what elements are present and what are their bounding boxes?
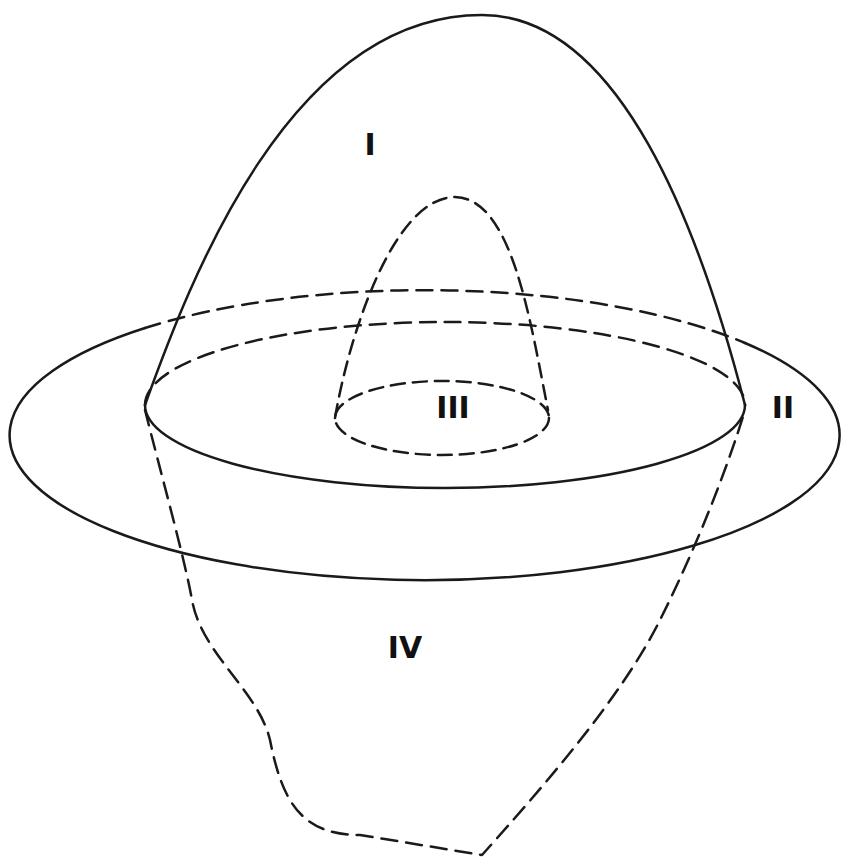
inner-dome-base (335, 381, 549, 455)
inner-dome-outline (335, 197, 548, 418)
region-label: IV (388, 633, 422, 663)
region-label: III (436, 393, 470, 423)
region-label: II (772, 393, 794, 423)
region-label: I (364, 130, 375, 160)
dome-outline (145, 15, 745, 405)
outer-ring-front (10, 328, 840, 580)
lower-body-outline (145, 410, 745, 855)
outer-ring-back (145, 290, 745, 343)
